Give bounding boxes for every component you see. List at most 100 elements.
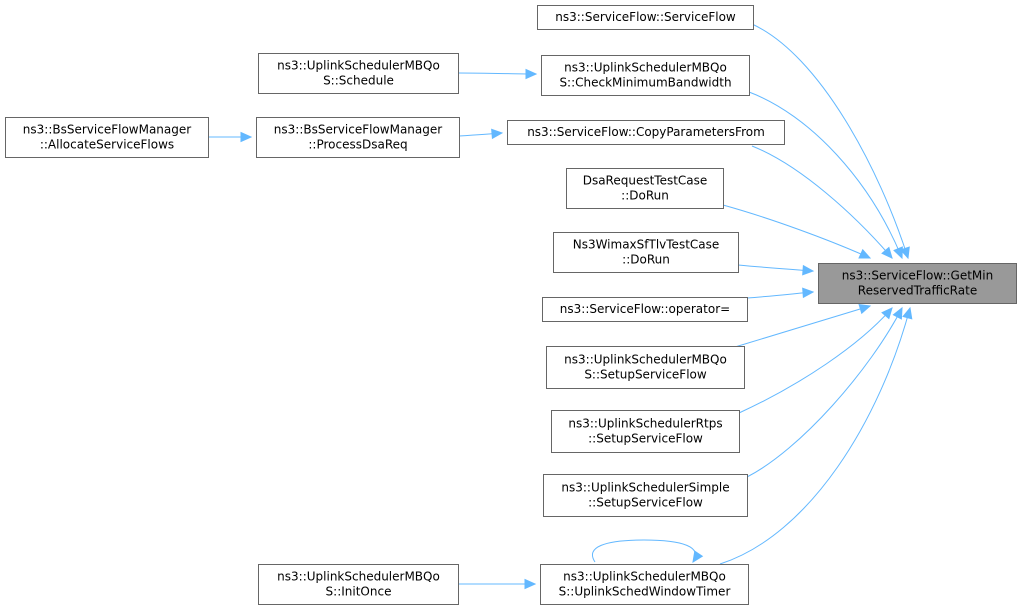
arrow-head-icon — [892, 306, 903, 320]
node-box[interactable] — [543, 474, 748, 517]
edge-dsa_test-to-getmin — [722, 204, 872, 259]
edge-line — [737, 264, 814, 272]
node-label-line: ns3::UplinkSchedulerMBQo — [277, 59, 440, 73]
arrow-head-icon — [893, 246, 903, 260]
node-label-line: ::SetupServiceFlow — [588, 432, 703, 446]
node-box[interactable] — [258, 564, 459, 605]
node-wimax-test[interactable]: Ns3WimaxSfTlvTestCase::DoRun — [553, 232, 739, 273]
arrow-head-icon — [525, 68, 538, 80]
arrow-head-icon — [899, 246, 910, 260]
arrow-head-icon — [881, 246, 893, 259]
node-label-line: Ns3WimaxSfTlvTestCase — [573, 238, 720, 252]
arrow-head-icon — [858, 303, 872, 315]
node-box[interactable] — [566, 168, 724, 209]
arrow-head-icon — [802, 264, 815, 276]
node-box[interactable] — [507, 120, 785, 145]
node-box[interactable] — [540, 564, 749, 605]
arrow-head-icon — [858, 248, 872, 259]
edge-window_timer-to-window_timer — [592, 539, 704, 564]
edge-setup_mbqos-to-getmin — [734, 303, 872, 348]
node-label-line: ns3::UplinkSchedulerMBQo — [277, 570, 440, 584]
arrow-head-icon — [491, 128, 504, 140]
edge-allocate_sf-to-process_dsa — [207, 131, 253, 143]
node-label-line: ns3::BsServiceFlowManager — [23, 123, 191, 137]
node-box[interactable] — [553, 232, 739, 273]
node-process-dsa[interactable]: ns3::BsServiceFlowManager::ProcessDsaReq — [256, 117, 460, 158]
node-check-min-bw[interactable]: ns3::UplinkSchedulerMBQoS::CheckMinimumB… — [541, 55, 750, 96]
node-label-line: ReservedTrafficRate — [858, 284, 977, 298]
edge-line — [746, 307, 903, 478]
edge-line — [457, 72, 537, 75]
node-label-line: ::ProcessDsaReq — [308, 138, 407, 152]
node-label-line: ns3::ServiceFlow::operator= — [560, 302, 730, 316]
edge-line — [751, 145, 893, 259]
edge-line — [748, 91, 903, 259]
node-box[interactable] — [541, 55, 750, 96]
arrow-head-icon — [240, 131, 253, 143]
node-label-line: S::UplinkSchedWindowTimer — [559, 585, 731, 599]
node-label-line: S::Schedule — [323, 74, 394, 88]
arrow-head-icon — [692, 550, 704, 564]
node-label-line: ns3::ServiceFlow::CopyParametersFrom — [527, 125, 765, 139]
node-sf-ctor[interactable]: ns3::ServiceFlow::ServiceFlow — [537, 5, 754, 30]
edge-line — [738, 307, 893, 414]
node-label-line: ns3::UplinkSchedulerMBQo — [564, 353, 727, 367]
edge-line — [722, 204, 871, 259]
node-box[interactable] — [551, 410, 740, 453]
node-box[interactable] — [546, 346, 745, 389]
node-label-line: ::DoRun — [621, 189, 669, 203]
arrow-head-icon — [524, 578, 537, 590]
node-label-line: ns3::ServiceFlow::GetMin — [842, 269, 993, 283]
edge-window_timer-to-getmin — [719, 306, 913, 565]
edge-copy_params-to-getmin — [751, 145, 893, 259]
node-setup-simple[interactable]: ns3::UplinkSchedulerSimple::SetupService… — [543, 474, 748, 517]
node-label-line: S::InitOnce — [326, 585, 392, 599]
node-setup-mbqos[interactable]: ns3::UplinkSchedulerMBQoS::SetupServiceF… — [546, 346, 745, 389]
node-op-assign[interactable]: ns3::ServiceFlow::operator= — [542, 297, 748, 322]
node-box[interactable] — [542, 297, 748, 322]
node-label-line: ::AllocateServiceFlows — [40, 138, 174, 152]
node-box[interactable] — [258, 53, 459, 94]
node-label-line: ns3::UplinkSchedulerRtps — [568, 417, 722, 431]
node-label-line: ::DoRun — [622, 253, 670, 267]
node-label-line: S::SetupServiceFlow — [584, 368, 707, 382]
node-setup-rtps[interactable]: ns3::UplinkSchedulerRtps::SetupServiceFl… — [551, 410, 740, 453]
arrow-head-icon — [802, 287, 815, 299]
node-label-line: ns3::UplinkSchedulerMBQo — [563, 570, 726, 584]
edge-process_dsa-to-copy_params — [458, 128, 504, 140]
node-dsa-test[interactable]: DsaRequestTestCase::DoRun — [566, 168, 724, 209]
edge-line — [592, 539, 696, 563]
edge-line — [719, 307, 911, 565]
edge-line — [734, 305, 871, 348]
node-copy-params[interactable]: ns3::ServiceFlow::CopyParametersFrom — [507, 120, 785, 145]
node-label-line: ns3::UplinkSchedulerSimple — [561, 481, 729, 495]
edge-setup_rtps-to-getmin — [738, 307, 893, 414]
node-window-timer[interactable]: ns3::UplinkSchedulerMBQoS::UplinkSchedWi… — [540, 564, 749, 605]
edge-wimax_test-to-getmin — [737, 264, 815, 276]
node-box[interactable] — [818, 263, 1017, 304]
node-getmin[interactable]: ns3::ServiceFlow::GetMinReservedTrafficR… — [818, 263, 1017, 304]
edge-schedule-to-check_min_bw — [457, 68, 538, 80]
node-box[interactable] — [537, 5, 754, 30]
edges-layer — [207, 23, 913, 590]
edge-op_assign-to-getmin — [746, 287, 815, 299]
node-box[interactable] — [256, 117, 460, 158]
node-label-line: ns3::UplinkSchedulerMBQo — [564, 61, 727, 75]
arrow-head-icon — [881, 307, 893, 320]
node-label-line: DsaRequestTestCase — [583, 174, 708, 188]
node-label-line: S::CheckMinimumBandwidth — [559, 76, 731, 90]
edge-sf_ctor-to-getmin — [751, 23, 910, 260]
node-label-line: ns3::BsServiceFlowManager — [274, 123, 442, 137]
node-label-line: ::SetupServiceFlow — [588, 496, 703, 510]
nodes-layer: ns3::ServiceFlow::GetMinReservedTrafficR… — [5, 5, 1017, 605]
edge-check_min_bw-to-getmin — [748, 91, 903, 260]
node-allocate-sf[interactable]: ns3::BsServiceFlowManager::AllocateServi… — [5, 117, 209, 158]
edge-line — [751, 23, 909, 259]
edge-init_once-to-window_timer — [458, 578, 537, 590]
edge-setup_simple-to-getmin — [746, 306, 903, 478]
arrow-head-icon — [902, 306, 913, 320]
node-box[interactable] — [5, 117, 209, 158]
